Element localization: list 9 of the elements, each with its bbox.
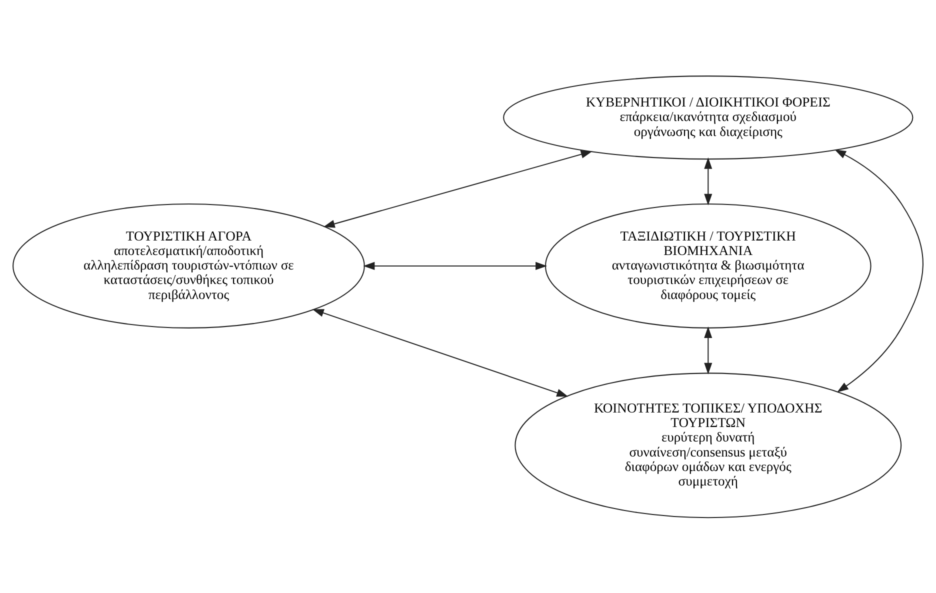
arrow bbox=[834, 148, 924, 392]
node-ellipse: ΤΟΥΡΙΣΤΙΚΗ ΑΓΟΡΑ αποτελεσματική/αποδοτική αλληλεπίδραση τουριστών-ντόπιων σε καταστάσεις/συνθήκες τοπικού περιβάλλοντος bbox=[12, 202, 365, 328]
arrow bbox=[323, 150, 592, 228]
arrow bbox=[704, 326, 712, 374]
arrow bbox=[704, 156, 712, 205]
node-ellipse: ΚΟΙΝΟΤΗΤΕΣ ΤΟΠΙΚΕΣ/ ΥΠΟΔΟΧΗΣ ΤΟΥΡΙΣΤΩΝ ευρύτερη δυνατή συναίνεση/consensus μεταξύ διαφόρων ομάδων και ενεργός συμμετοχή bbox=[514, 372, 902, 518]
arrow bbox=[363, 261, 548, 270]
arrow bbox=[312, 308, 568, 396]
node-ellipse: ΤΑΞΙΔΙΩΤΙΚΗ / ΤΟΥΡΙΣΤΙΚΗ ΒΙΟΜΗΧΑΝΙΑ ανταγωνιστικότητα & βιωσιμότητα τουριστικών επιχειρήσεων σε διαφόρους τομείς bbox=[544, 202, 872, 328]
